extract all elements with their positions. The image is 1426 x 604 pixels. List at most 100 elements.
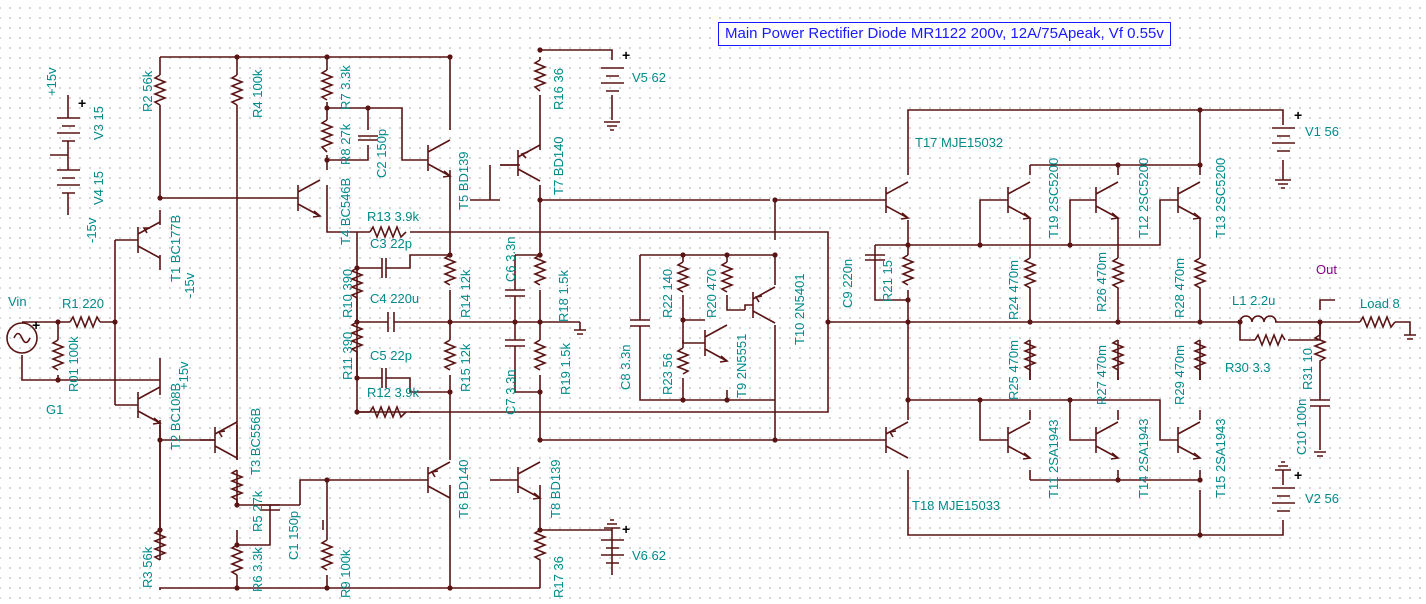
label-c9: C9 220n: [840, 259, 855, 308]
label-load: Load 8: [1360, 296, 1400, 311]
capacitors: [260, 135, 1330, 530]
label-r4: R4 100k: [250, 69, 265, 118]
label-g1: G1: [46, 402, 63, 417]
label-t15: T15 2SA1943: [1213, 418, 1228, 498]
transistor-t18: [885, 421, 909, 459]
transistor-t4: [297, 179, 322, 218]
supplies: [6, 67, 1416, 564]
label-r18: R18 1.5k: [556, 269, 571, 322]
label-r30: R30 3.3: [1225, 360, 1271, 375]
svg-text:+: +: [622, 47, 630, 63]
label-v4: V4 15: [91, 171, 106, 205]
label-c5: C5 22p: [370, 348, 412, 363]
label-r10: R10 390: [340, 269, 355, 318]
label-t18: T18 MJE15033: [912, 498, 1000, 513]
component-labels: R2 56k R4 100k R7 3.3k R8 27k C2 150p T5…: [8, 65, 1400, 598]
label-r16: R16 36: [551, 68, 566, 110]
label-r8: R8 27k: [338, 123, 353, 165]
label-r24: R24 470m: [1006, 260, 1021, 320]
label-out: Out: [1316, 262, 1337, 277]
transistors: [137, 139, 1202, 500]
transistor-t12: [1095, 181, 1120, 220]
label-t17: T17 MJE15032: [915, 135, 1003, 150]
resistors: [50, 59, 1396, 576]
transistor-t8: [517, 461, 542, 500]
transistor-t15: [1177, 421, 1202, 460]
label-r26: R26 470m: [1094, 252, 1109, 312]
label-t7: T7 BD140: [551, 136, 566, 195]
label-t6: T6 BD140: [456, 459, 471, 518]
label-r5: R5 27k: [250, 490, 265, 532]
label-c7: C7 3.3n: [503, 369, 518, 415]
label-t9: T9 2N5551: [734, 334, 749, 398]
transistor-t19: [1007, 181, 1032, 220]
label-c10: C10 100n: [1294, 399, 1309, 455]
svg-text:+: +: [622, 521, 630, 537]
label-t8: T8 BD139: [548, 459, 563, 518]
label-r29: R29 470m: [1172, 345, 1187, 405]
label-r22: R22 140: [660, 269, 675, 318]
label-t13: T13 2SC5200: [1213, 158, 1228, 238]
label-c2: C2 150p: [374, 129, 389, 178]
label-r2: R2 56k: [140, 70, 155, 112]
label-v2: V2 56: [1305, 491, 1339, 506]
label-r01: R01 100k: [66, 336, 81, 392]
transistor-t3: [214, 421, 238, 459]
label-t11: T11 2SA1943: [1046, 419, 1061, 498]
label-r25: R25 470m: [1006, 340, 1021, 400]
label-vin: Vin: [8, 294, 27, 309]
label-t1: T1 BC177B: [168, 215, 183, 282]
label-c4: C4 220u: [370, 291, 419, 306]
svg-text:+: +: [1294, 467, 1302, 483]
label-r15: R15 12k: [458, 343, 473, 392]
label-v6: V6 62: [632, 548, 666, 563]
transistor-t7: [517, 144, 541, 182]
label-c6: C6 3.3n: [503, 236, 518, 282]
label-r1: R1 220: [62, 296, 104, 311]
label-r21: R21 15: [880, 260, 895, 302]
label-v5: V5 62: [632, 70, 666, 85]
label-v3: V3 15: [91, 106, 106, 140]
transistor-t13: [1177, 181, 1202, 220]
transistor-t2: [137, 386, 162, 425]
transistor-t10: [752, 286, 776, 324]
polarity-marks: + + + + + +: [32, 47, 1302, 537]
label-r6: R6 3.3k: [250, 547, 265, 592]
label-p15b: +15v: [176, 361, 191, 390]
label-t10: T10 2N5401: [792, 273, 807, 345]
label-v1: V1 56: [1305, 124, 1339, 139]
rectifier-note: Main Power Rectifier Diode MR1122 200v, …: [718, 22, 1171, 46]
label-r12: R12 3.9k: [367, 385, 420, 400]
label-t2: T2 BC108B: [168, 383, 183, 450]
label-r13: R13 3.9k: [367, 209, 420, 224]
svg-text:+: +: [1294, 107, 1302, 123]
label-c3: C3 22p: [370, 236, 412, 251]
transistor-t17: [885, 181, 910, 220]
transistor-t1: [137, 221, 161, 259]
label-r9: R9 100k: [338, 549, 353, 598]
label-t5: T5 BD139: [456, 151, 471, 210]
label-r3: R3 56k: [140, 546, 155, 588]
transistor-t11: [1007, 421, 1032, 460]
wires: [21, 49, 1411, 590]
label-p15a: +15v: [44, 67, 59, 96]
label-r27: R27 470m: [1094, 345, 1109, 405]
label-t19: T19 2SC5200: [1046, 158, 1061, 238]
label-t12: T12 2SC5200: [1136, 158, 1151, 238]
label-r31: R31 10: [1300, 348, 1315, 390]
transistor-t9: [704, 324, 729, 363]
label-r17: R17 36: [551, 556, 566, 598]
transistor-t14: [1095, 421, 1120, 460]
label-r19: R19 1.5k: [558, 342, 573, 395]
svg-text:+: +: [32, 317, 40, 333]
label-r14: R14 12k: [458, 269, 473, 318]
label-c1: C1 150p: [286, 511, 301, 560]
label-r7: R7 3.3k: [338, 65, 353, 110]
junctions: [55, 47, 1323, 591]
label-t3: T3 BC556B: [248, 408, 263, 475]
label-r11: R11 390: [340, 332, 355, 380]
label-m15b: -15v: [182, 272, 197, 298]
label-t14: T14 2SA1943: [1136, 418, 1151, 498]
